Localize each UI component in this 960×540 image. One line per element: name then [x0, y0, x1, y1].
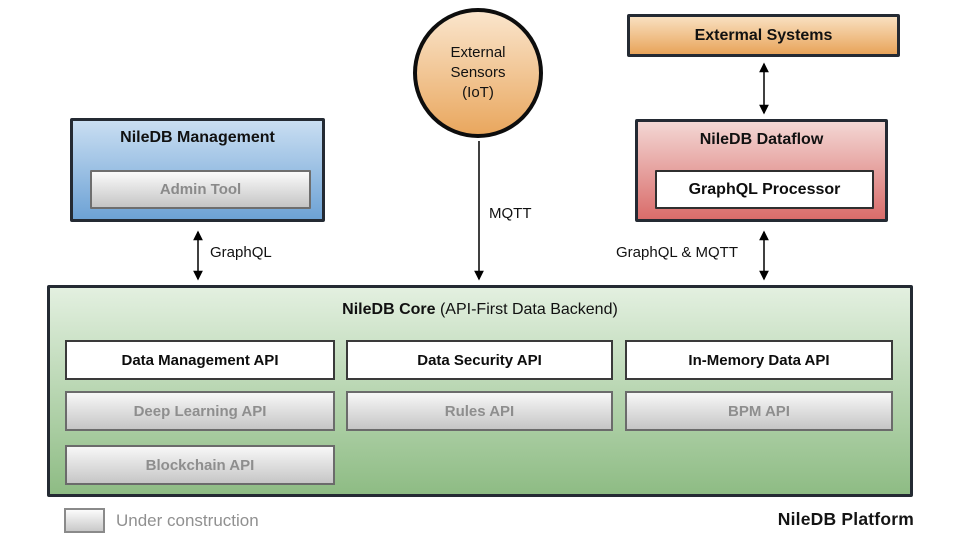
- deep-learning-api-node[interactable]: Deep Learning API: [65, 391, 335, 431]
- bpm-api-label: BPM API: [728, 402, 790, 420]
- data-management-api-label: Data Management API: [121, 351, 279, 369]
- in-memory-data-api-label: In-Memory Data API: [688, 351, 830, 369]
- edge-label-mqtt: MQTT: [489, 205, 532, 222]
- sensors-line-2: Sensors: [450, 63, 506, 81]
- blockchain-api-label: Blockchain API: [145, 456, 255, 474]
- blockchain-api-node[interactable]: Blockchain API: [65, 445, 335, 485]
- niledb-dataflow-node[interactable]: NileDB Dataflow GraphQL Processor: [635, 119, 888, 222]
- deep-learning-api-label: Deep Learning API: [133, 402, 267, 420]
- graphql-processor-label: GraphQL Processor: [688, 180, 841, 198]
- admin-tool-label: Admin Tool: [159, 181, 242, 198]
- edge-label-graphql-mqtt: GraphQL & MQTT: [616, 244, 738, 261]
- data-security-api-node[interactable]: Data Security API: [346, 340, 613, 380]
- bpm-api-node[interactable]: BPM API: [625, 391, 893, 431]
- niledb-core-node[interactable]: NileDB Core (API-First Data Backend) Dat…: [47, 285, 913, 497]
- in-memory-data-api-node[interactable]: In-Memory Data API: [625, 340, 893, 380]
- niledb-management-title: NileDB Management: [120, 129, 275, 146]
- admin-tool-node[interactable]: Admin Tool: [90, 170, 311, 209]
- niledb-management-node[interactable]: NileDB Management Admin Tool: [70, 118, 325, 222]
- niledb-core-title-rest: (API-First Data Backend): [435, 301, 618, 318]
- niledb-core-title-bold: NileDB Core: [342, 301, 436, 318]
- external-systems-node[interactable]: Extermal Systems: [627, 14, 900, 57]
- rules-api-label: Rules API: [444, 402, 515, 420]
- niledb-dataflow-title: NileDB Dataflow: [699, 131, 824, 148]
- niledb-core-title: NileDB Core (API-First Data Backend): [50, 301, 910, 319]
- niledb-platform-brand: NileDB Platform: [777, 509, 914, 529]
- sensors-line-3: (IoT): [462, 84, 494, 102]
- rules-api-node[interactable]: Rules API: [346, 391, 613, 431]
- data-security-api-label: Data Security API: [417, 351, 542, 369]
- data-management-api-node[interactable]: Data Management API: [65, 340, 335, 380]
- edge-label-graphql: GraphQL: [210, 244, 272, 261]
- under-construction-swatch: [64, 508, 105, 533]
- under-construction-label: Under construction: [116, 511, 259, 530]
- graphql-processor-node[interactable]: GraphQL Processor: [655, 170, 874, 209]
- external-systems-title: Extermal Systems: [694, 26, 833, 44]
- sensors-line-1: External: [450, 43, 506, 61]
- external-sensors-node[interactable]: External Sensors (IoT): [413, 8, 543, 138]
